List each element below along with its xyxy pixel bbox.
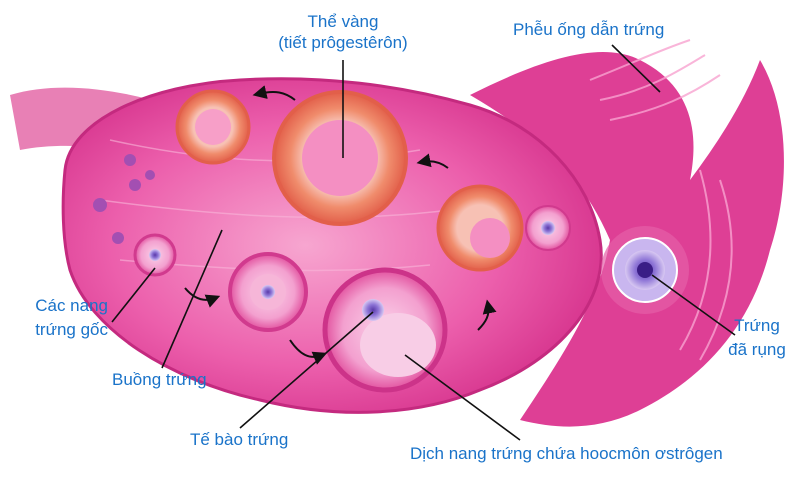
label-fallopian-funnel: Phễu ống dẫn trứng (513, 20, 664, 40)
label-ovary: Buồng trứng (112, 370, 207, 390)
label-follicular-fluid: Dịch nang trứng chứa hoocmôn ơstrôgen (410, 444, 723, 464)
ovulated-egg (601, 226, 689, 314)
label-primordial-follicles-1: Các nang (2, 296, 108, 316)
label-ovulated-egg-1: Trứng (722, 316, 792, 336)
label-primordial-follicles-2: trứng gốc (2, 320, 108, 340)
label-ovulated-egg-2: đã rụng (722, 340, 792, 360)
growing-follicle (230, 254, 306, 330)
label-corpus-luteum: Thể vàng (283, 12, 403, 32)
corpus-luteum-small (177, 91, 249, 163)
label-oocyte: Tế bào trứng (190, 430, 288, 450)
corpus-luteum (274, 92, 406, 224)
label-corpus-luteum-sub: (tiết prôgestêrôn) (253, 33, 433, 53)
